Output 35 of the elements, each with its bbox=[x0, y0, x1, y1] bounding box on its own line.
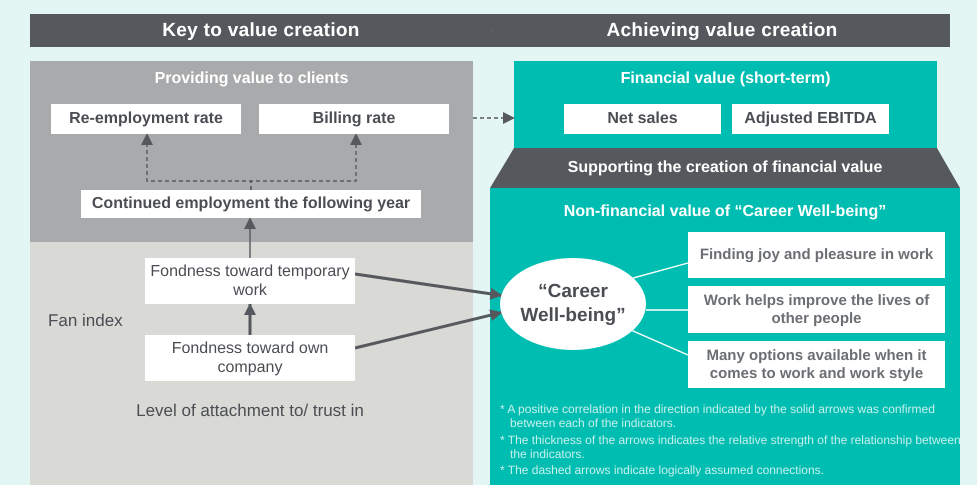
arrow bbox=[473, 112, 515, 124]
node-label: Key to value creation bbox=[162, 20, 360, 42]
footnote: * The thickness of the arrows indicates the relative strength of the relationship between the indicators. bbox=[500, 433, 962, 462]
connector-line bbox=[646, 309, 688, 311]
footnote: * The dashed arrows indicate logically assumed connections. bbox=[500, 463, 825, 478]
indicator-box: Fondness toward temporary work bbox=[145, 258, 355, 304]
node-label: Level of attachment to/ trust in bbox=[135, 400, 365, 422]
node-label: Achieving value creation bbox=[606, 20, 838, 42]
item-box: Work helps improve the lives of other people bbox=[688, 286, 945, 333]
node-label: “Career Well-being” bbox=[519, 280, 627, 328]
arrow bbox=[250, 133, 362, 190]
panel bbox=[490, 188, 960, 485]
indicator-box: Re-employment rate bbox=[51, 104, 241, 134]
panel bbox=[30, 242, 473, 485]
panel bbox=[30, 61, 473, 242]
node-label: Providing value to clients bbox=[154, 70, 348, 88]
node-label: Non-financial value of “Career Well-being” bbox=[564, 203, 886, 221]
arrow bbox=[244, 217, 256, 258]
indicator-box: Fondness toward own company bbox=[145, 335, 355, 381]
item-box: Many options available when it comes to work and work style bbox=[688, 341, 945, 388]
panel bbox=[514, 61, 937, 148]
arrow bbox=[244, 303, 256, 335]
footnote: * A positive correlation in the direction indicated by the solid arrows was confirmed between each of the indicators. bbox=[500, 402, 936, 431]
node-label: Supporting the creation of financial value bbox=[568, 159, 882, 177]
node-label: Financial value (short-term) bbox=[620, 70, 830, 88]
indicator-box: Continued employment the following year bbox=[81, 190, 421, 218]
indicator-box: Adjusted EBITDA bbox=[732, 104, 889, 134]
indicator-box: Billing rate bbox=[259, 104, 449, 134]
node-label: Fan index bbox=[48, 310, 124, 332]
indicator-box: Net sales bbox=[564, 104, 721, 134]
arrow bbox=[354, 272, 502, 300]
connector-line bbox=[632, 330, 688, 356]
item-box: Finding joy and pleasure in work bbox=[688, 232, 945, 278]
arrow bbox=[354, 309, 502, 350]
connector-line bbox=[633, 262, 688, 279]
